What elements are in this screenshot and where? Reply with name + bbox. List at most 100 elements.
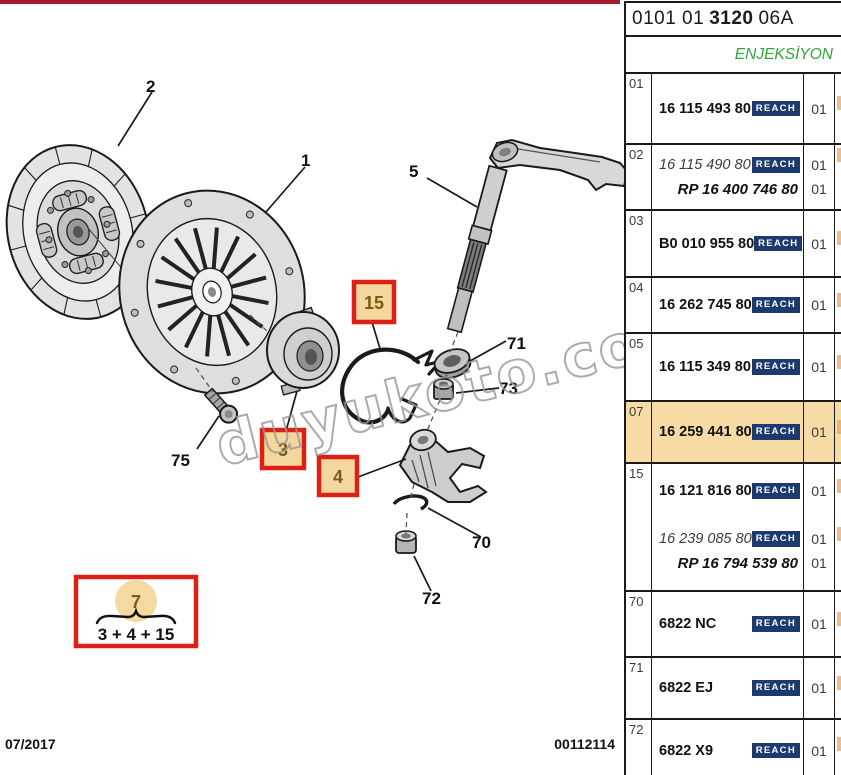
- row-number: 72: [626, 720, 652, 775]
- part-number[interactable]: 16 121 816 80: [659, 483, 752, 499]
- code-prefix: 0101 01: [632, 8, 705, 29]
- quantity: 01: [811, 100, 827, 117]
- washer-70-drawing: [392, 494, 429, 511]
- part-label-70: 70: [472, 533, 491, 552]
- replacement-part-number[interactable]: RP 16 400 746 80: [677, 180, 798, 198]
- reach-badge[interactable]: REACH: [751, 742, 800, 759]
- release-bearing-drawing: [266, 306, 340, 396]
- page-edge-sliver: [837, 293, 841, 307]
- leader-lines: [117, 91, 507, 592]
- page-edge-sliver: [837, 148, 841, 162]
- part-number[interactable]: 6822 X9: [659, 742, 714, 759]
- section-title-text: ENJEKSİYON: [734, 45, 833, 63]
- row-number: 04: [626, 278, 652, 332]
- part-label-71: 71: [507, 334, 526, 353]
- table-row[interactable]: 70 6822 NC REACH 01: [626, 592, 841, 658]
- control-shaft-drawing: [446, 138, 624, 334]
- quantity: 01: [811, 616, 827, 632]
- revision-date: 07/2017: [5, 736, 56, 752]
- part-number[interactable]: 16 115 490 80: [659, 157, 751, 173]
- callout-label-15: 15: [364, 293, 384, 313]
- quantity: 01: [811, 297, 827, 313]
- reach-badge[interactable]: REACH: [751, 531, 801, 547]
- part-label-73: 73: [499, 379, 518, 398]
- row-number: 05: [626, 334, 652, 400]
- part-label-72: 72: [422, 589, 441, 608]
- pressure-plate-drawing: [118, 189, 306, 395]
- part-number[interactable]: 6822 NC: [659, 616, 717, 632]
- clutch-disc-drawing: [5, 144, 151, 320]
- bushing-72-drawing: [395, 530, 417, 554]
- row-number: 07: [626, 402, 652, 462]
- part-number[interactable]: 16 259 441 80: [659, 424, 752, 440]
- document-number: 00112114: [554, 736, 615, 752]
- row-number: 70: [626, 592, 652, 656]
- quantity: 01: [811, 483, 827, 499]
- quantity: 01: [811, 742, 827, 759]
- page-edge-sliver: [837, 737, 841, 751]
- part-number[interactable]: 16 115 493 80: [659, 100, 751, 117]
- part-number[interactable]: B0 010 955 80: [659, 235, 755, 252]
- quantity: 01: [811, 555, 827, 571]
- part-number[interactable]: 16 262 745 80: [659, 297, 752, 313]
- callout-label-4: 4: [333, 467, 343, 487]
- callout-box-3: 3: [259, 427, 307, 471]
- page-edge-sliver: [837, 231, 841, 245]
- reach-badge[interactable]: REACH: [751, 157, 800, 173]
- quantity: 01: [811, 359, 827, 375]
- row-number: 03: [626, 211, 652, 276]
- callout-box-4: 4: [316, 454, 360, 498]
- page-edge-sliver: [837, 96, 841, 110]
- part-label-1: 1: [301, 151, 310, 170]
- callout-label-3: 3: [278, 440, 288, 460]
- row-number: 71: [626, 658, 652, 718]
- part-label-2: 2: [146, 77, 155, 96]
- assembly-axis-lines: [195, 314, 459, 535]
- page-edge-sliver: [837, 355, 841, 369]
- reach-badge[interactable]: REACH: [751, 424, 801, 440]
- reach-badge[interactable]: REACH: [751, 616, 800, 632]
- reach-badge[interactable]: REACH: [751, 483, 801, 499]
- code-figure: 3120: [709, 8, 754, 29]
- reach-badge[interactable]: REACH: [751, 680, 800, 696]
- replacement-part-number[interactable]: RP 16 794 539 80: [677, 554, 798, 572]
- catalog-code-header: 0101 01 3120 06A: [626, 1, 841, 37]
- code-suffix: 06A: [758, 8, 794, 29]
- kit-formula: 3 + 4 + 15: [98, 625, 175, 644]
- row-number: 02: [626, 145, 652, 209]
- part-number[interactable]: 16 239 085 80: [659, 531, 752, 547]
- page-edge-sliver: [837, 612, 841, 626]
- brace-glyph: [95, 607, 177, 625]
- bushing-73-drawing: [433, 378, 454, 400]
- kit-legend-box: 7 3 + 4 + 15: [73, 574, 199, 649]
- quantity: 01: [811, 531, 827, 547]
- part-number[interactable]: 16 115 349 80: [659, 359, 751, 375]
- part-label-5: 5: [409, 162, 418, 181]
- table-row[interactable]: 72 6822 X9 REACH 01: [626, 720, 841, 775]
- quantity: 01: [811, 424, 827, 440]
- release-fork-drawing: [398, 428, 488, 503]
- parts-table: 0101 01 3120 06A ENJEKSİYON 01 16 115 49…: [624, 1, 841, 775]
- part-number[interactable]: 6822 EJ: [659, 680, 714, 696]
- reach-badge[interactable]: REACH: [751, 359, 800, 375]
- top-red-rule: [0, 0, 620, 4]
- callout-box-15: 15: [351, 279, 397, 325]
- reach-badge[interactable]: REACH: [754, 235, 803, 252]
- quantity: 01: [811, 235, 827, 252]
- table-row[interactable]: 71 6822 EJ REACH 01: [626, 658, 841, 720]
- reach-badge[interactable]: REACH: [751, 100, 800, 117]
- quantity: 01: [811, 680, 827, 696]
- reach-badge[interactable]: REACH: [751, 297, 801, 313]
- bushing-71-drawing: [433, 348, 472, 379]
- row-number: 01: [626, 74, 652, 143]
- row-number: 15: [626, 464, 652, 590]
- section-title: ENJEKSİYON: [626, 37, 841, 74]
